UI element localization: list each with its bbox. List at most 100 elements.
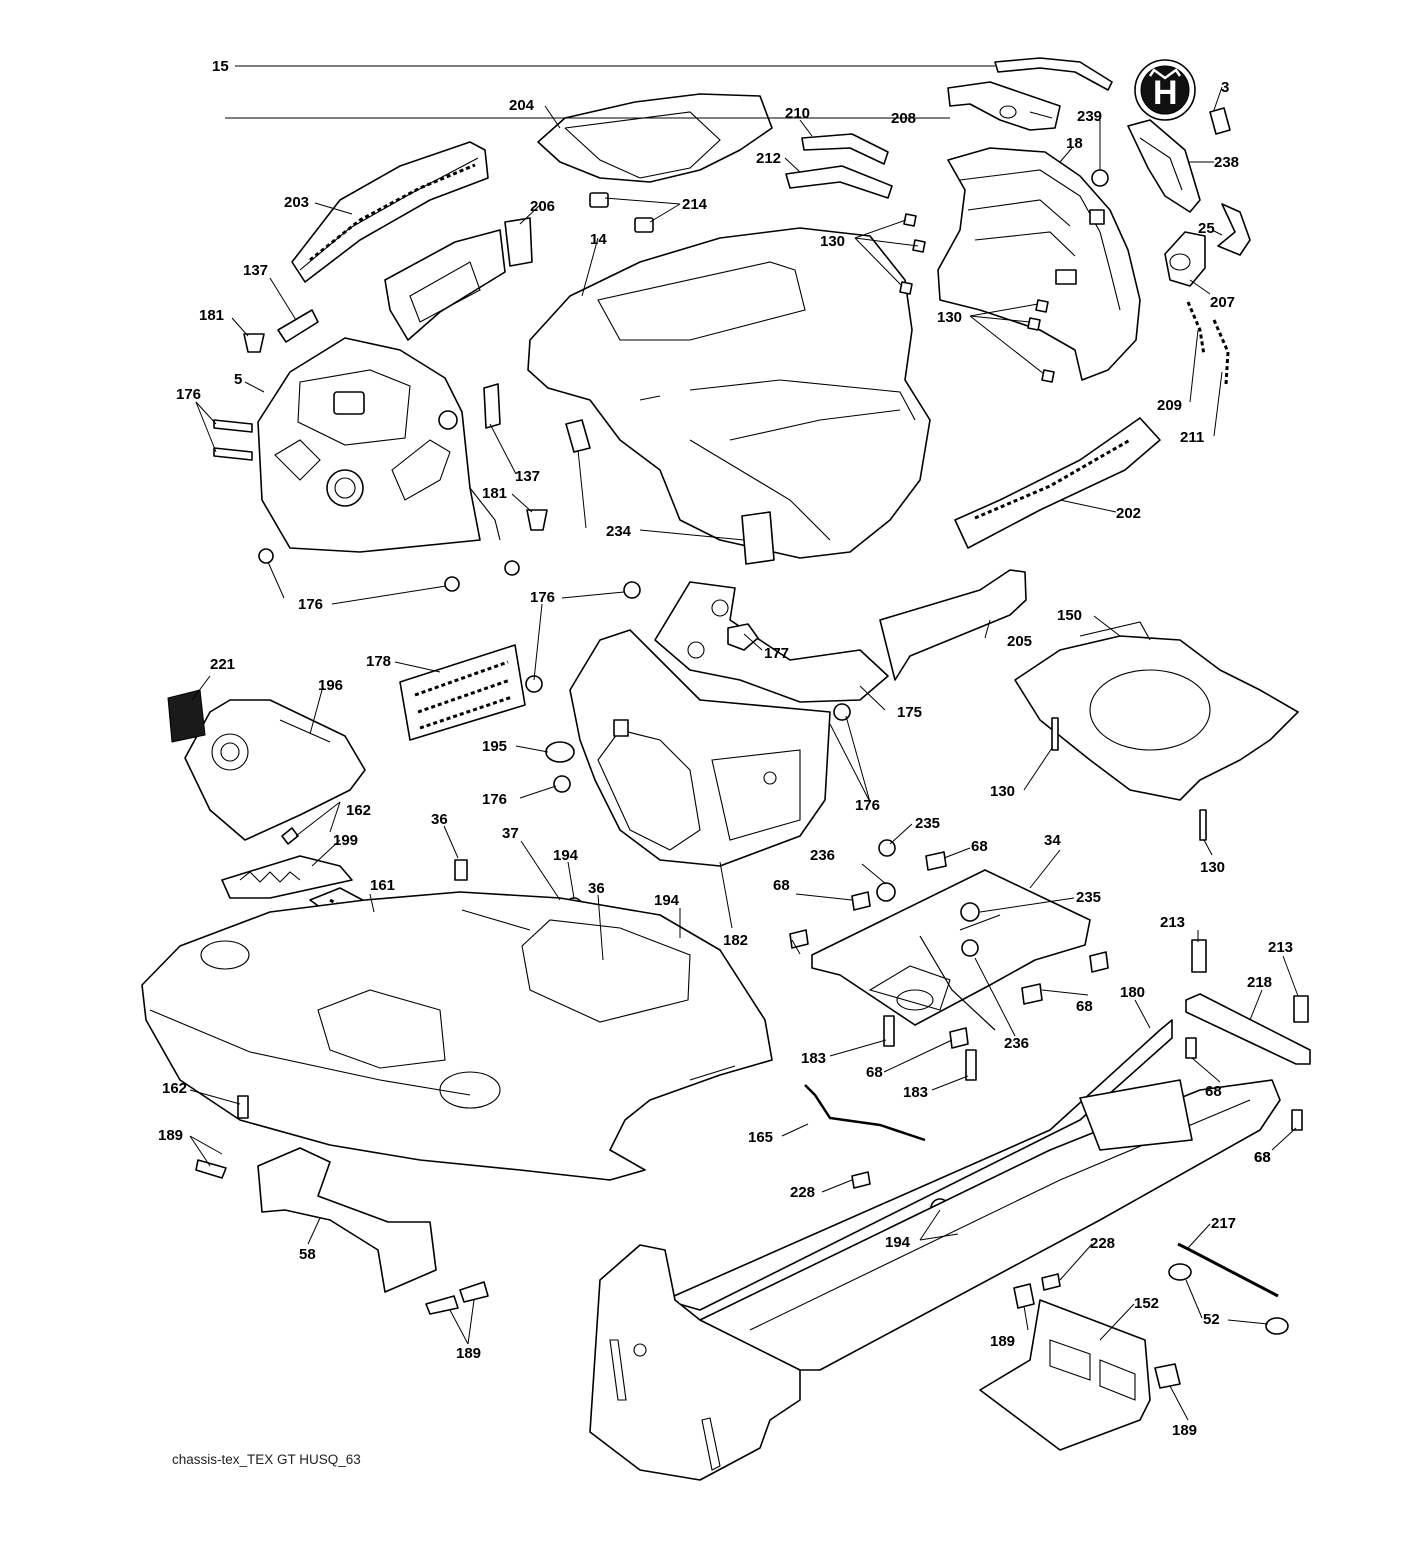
callout-176-a: 176 [176, 386, 201, 403]
callout-235-a: 235 [915, 815, 940, 832]
callout-130-a: 130 [820, 233, 845, 250]
callout-162-b: 162 [162, 1080, 187, 1097]
part-shapes: H [141, 57, 1311, 1481]
callout-236-b: 236 [1004, 1035, 1029, 1052]
callout-221: 221 [210, 656, 235, 673]
callout-68-d: 68 [866, 1064, 883, 1081]
callout-213-a: 213 [1160, 914, 1185, 931]
callout-18: 18 [1066, 135, 1083, 152]
callout-176-c: 176 [298, 596, 323, 613]
part-196-seat-base [184, 699, 366, 841]
callout-130-d: 130 [1200, 859, 1225, 876]
callout-36-b: 36 [588, 880, 605, 897]
callout-239: 239 [1077, 108, 1102, 125]
callout-204: 204 [509, 97, 535, 114]
part-34-mounting-plate [811, 869, 1091, 1026]
callout-68-e: 68 [1205, 1083, 1222, 1100]
part-181-clip [243, 333, 265, 353]
part-228-bolts [851, 1171, 871, 1189]
svg-text:H: H [1153, 74, 1178, 112]
callout-3: 3 [1221, 79, 1229, 96]
callout-58: 58 [299, 1246, 316, 1263]
part-214-clip [589, 192, 609, 208]
callout-130-b: 130 [937, 309, 962, 326]
callout-176-d: 176 [482, 791, 507, 808]
callout-194-c: 194 [885, 1234, 911, 1251]
part-52-bushing [1168, 1263, 1192, 1281]
part-176-pins [213, 419, 851, 793]
part-202-rear-grille [954, 417, 1161, 549]
callout-52: 52 [1203, 1311, 1220, 1328]
callout-165: 165 [748, 1129, 773, 1146]
part-183-bolts [883, 1015, 895, 1047]
callout-228-b: 228 [1090, 1235, 1115, 1252]
callout-212: 212 [756, 150, 781, 167]
part-58-bracket [257, 1147, 437, 1293]
part-189-bolts [195, 1159, 1181, 1389]
callout-194-b: 194 [654, 892, 680, 909]
part-137-bracket [277, 309, 319, 343]
callout-176-e: 176 [855, 797, 880, 814]
part-213-bolts [1191, 939, 1207, 973]
callout-183-b: 183 [903, 1084, 928, 1101]
callout-68-f: 68 [1254, 1149, 1271, 1166]
callout-189-b: 189 [456, 1345, 481, 1362]
callout-181-a: 181 [199, 307, 224, 324]
callout-176-b: 176 [530, 589, 555, 606]
part-221-decal [167, 689, 206, 743]
callout-137-a: 137 [243, 262, 268, 279]
part-238-light-panel [1127, 119, 1201, 213]
callout-217: 217 [1211, 1215, 1236, 1232]
callout-137-b: 137 [515, 468, 540, 485]
part-217-rod [1177, 1242, 1279, 1298]
part-236-spacer [919, 935, 996, 1031]
part-25-cover [1217, 203, 1251, 256]
part-37-footboard [141, 891, 773, 1181]
part-239-washer [1091, 169, 1109, 187]
callout-182: 182 [723, 932, 748, 949]
part-18-rear-fender [937, 147, 1141, 381]
callout-68-b: 68 [773, 877, 790, 894]
callout-189-a: 189 [158, 1127, 183, 1144]
callout-178: 178 [366, 653, 391, 670]
callout-196: 196 [318, 677, 343, 694]
part-207-cover [1164, 231, 1206, 287]
callout-177: 177 [764, 645, 789, 662]
part-208-cover [947, 81, 1061, 131]
callout-180: 180 [1120, 984, 1145, 1001]
callout-238: 238 [1214, 154, 1239, 171]
callout-150: 150 [1057, 607, 1082, 624]
callout-25: 25 [1198, 220, 1215, 237]
callout-152: 152 [1134, 1295, 1159, 1312]
callout-183-a: 183 [801, 1050, 826, 1067]
part-130-screws [899, 213, 1207, 841]
callout-236-a: 236 [810, 847, 835, 864]
husqvarna-crown-logo-icon: H [1134, 59, 1196, 121]
callout-161: 161 [370, 877, 395, 894]
part-203-front-grille [291, 141, 489, 283]
callout-189-c: 189 [990, 1333, 1015, 1350]
callout-194-a: 194 [553, 847, 579, 864]
callout-234: 234 [606, 523, 632, 540]
callout-211: 211 [1180, 429, 1204, 446]
part-199-plate [221, 855, 353, 899]
callout-189-d: 189 [1172, 1422, 1197, 1439]
diagram-caption: chassis-tex_TEX GT HUSQ_63 [172, 1452, 361, 1467]
callout-202: 202 [1116, 505, 1141, 522]
callout-209: 209 [1157, 397, 1182, 414]
part-180-frame-rail [664, 1019, 1173, 1311]
callout-213-b: 213 [1268, 939, 1293, 956]
part-15-trim-strip [994, 57, 1113, 91]
callout-14: 14 [590, 231, 607, 248]
callout-68-a: 68 [971, 838, 988, 855]
part-152-cover [979, 1299, 1151, 1451]
part-218-bar [1185, 993, 1311, 1065]
callout-175: 175 [897, 704, 922, 721]
part-165-rod [804, 1084, 926, 1142]
callout-34: 34 [1044, 832, 1061, 849]
callout-218: 218 [1247, 974, 1272, 991]
callout-labels: 15 3 204 210 208 239 18 238 212 203 206 … [158, 58, 1293, 1439]
part-5-dashboard [257, 337, 481, 553]
callout-214: 214 [682, 196, 708, 213]
